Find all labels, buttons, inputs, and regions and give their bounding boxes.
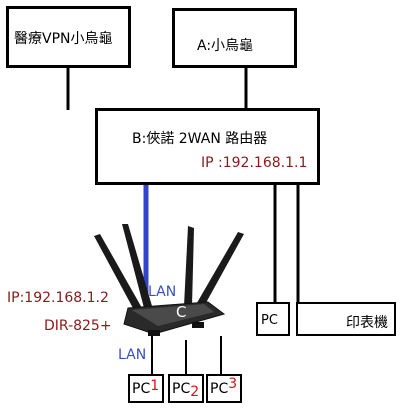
- pc3-number: 3: [228, 376, 238, 392]
- router-c-foot-left: [148, 330, 160, 336]
- a-turtle-label: A:小烏龜: [197, 38, 254, 54]
- pc2-prefix: PC: [172, 381, 191, 397]
- pc1-box: PC1: [128, 374, 164, 403]
- router-c-badge: C: [176, 303, 187, 321]
- router-c-antenna-4: [194, 232, 244, 310]
- pc1-prefix: PC: [132, 381, 151, 397]
- router-c-top-sheen: [132, 304, 214, 326]
- router-b-ip: IP :192.168.1.1: [201, 155, 308, 171]
- a-turtle-box: A:小烏龜: [172, 8, 297, 68]
- router-c-device: [94, 224, 244, 336]
- printer-box: 印表機: [296, 302, 396, 336]
- router-c-antenna-3: [184, 226, 194, 306]
- router-b-box: B:俠諾 2WAN 路由器 IP :192.168.1.1: [95, 108, 320, 185]
- router-b-label: B:俠諾 2WAN 路由器: [132, 131, 268, 147]
- router-c-model: DIR-825+: [44, 318, 112, 334]
- pc1-label: PC1: [132, 378, 160, 397]
- pc1-number: 1: [150, 378, 160, 394]
- pc2-number: 2: [190, 384, 200, 400]
- pc3-box: PC3: [206, 374, 242, 403]
- router-c-lan-bottom-label: LAN: [118, 347, 147, 363]
- printer-label: 印表機: [346, 315, 388, 331]
- router-c-antenna-1: [94, 234, 142, 310]
- pc2-label: PC2: [172, 381, 200, 400]
- pc2-box: PC2: [168, 374, 204, 403]
- pc-right-box: PC: [256, 302, 290, 336]
- pc3-label: PC3: [210, 376, 237, 397]
- router-c-ip: IP:192.168.1.2: [7, 290, 109, 306]
- vpn-turtle-label: 醫療VPN小烏龜: [14, 31, 113, 47]
- router-c-foot-right: [192, 322, 204, 328]
- pc-right-label: PC: [261, 313, 278, 328]
- pc3-prefix: PC: [210, 381, 229, 397]
- router-c-antenna-2: [122, 224, 152, 308]
- vpn-turtle-box: 醫療VPN小烏龜: [6, 6, 131, 68]
- router-c-lan-top-label: LAN: [148, 284, 177, 300]
